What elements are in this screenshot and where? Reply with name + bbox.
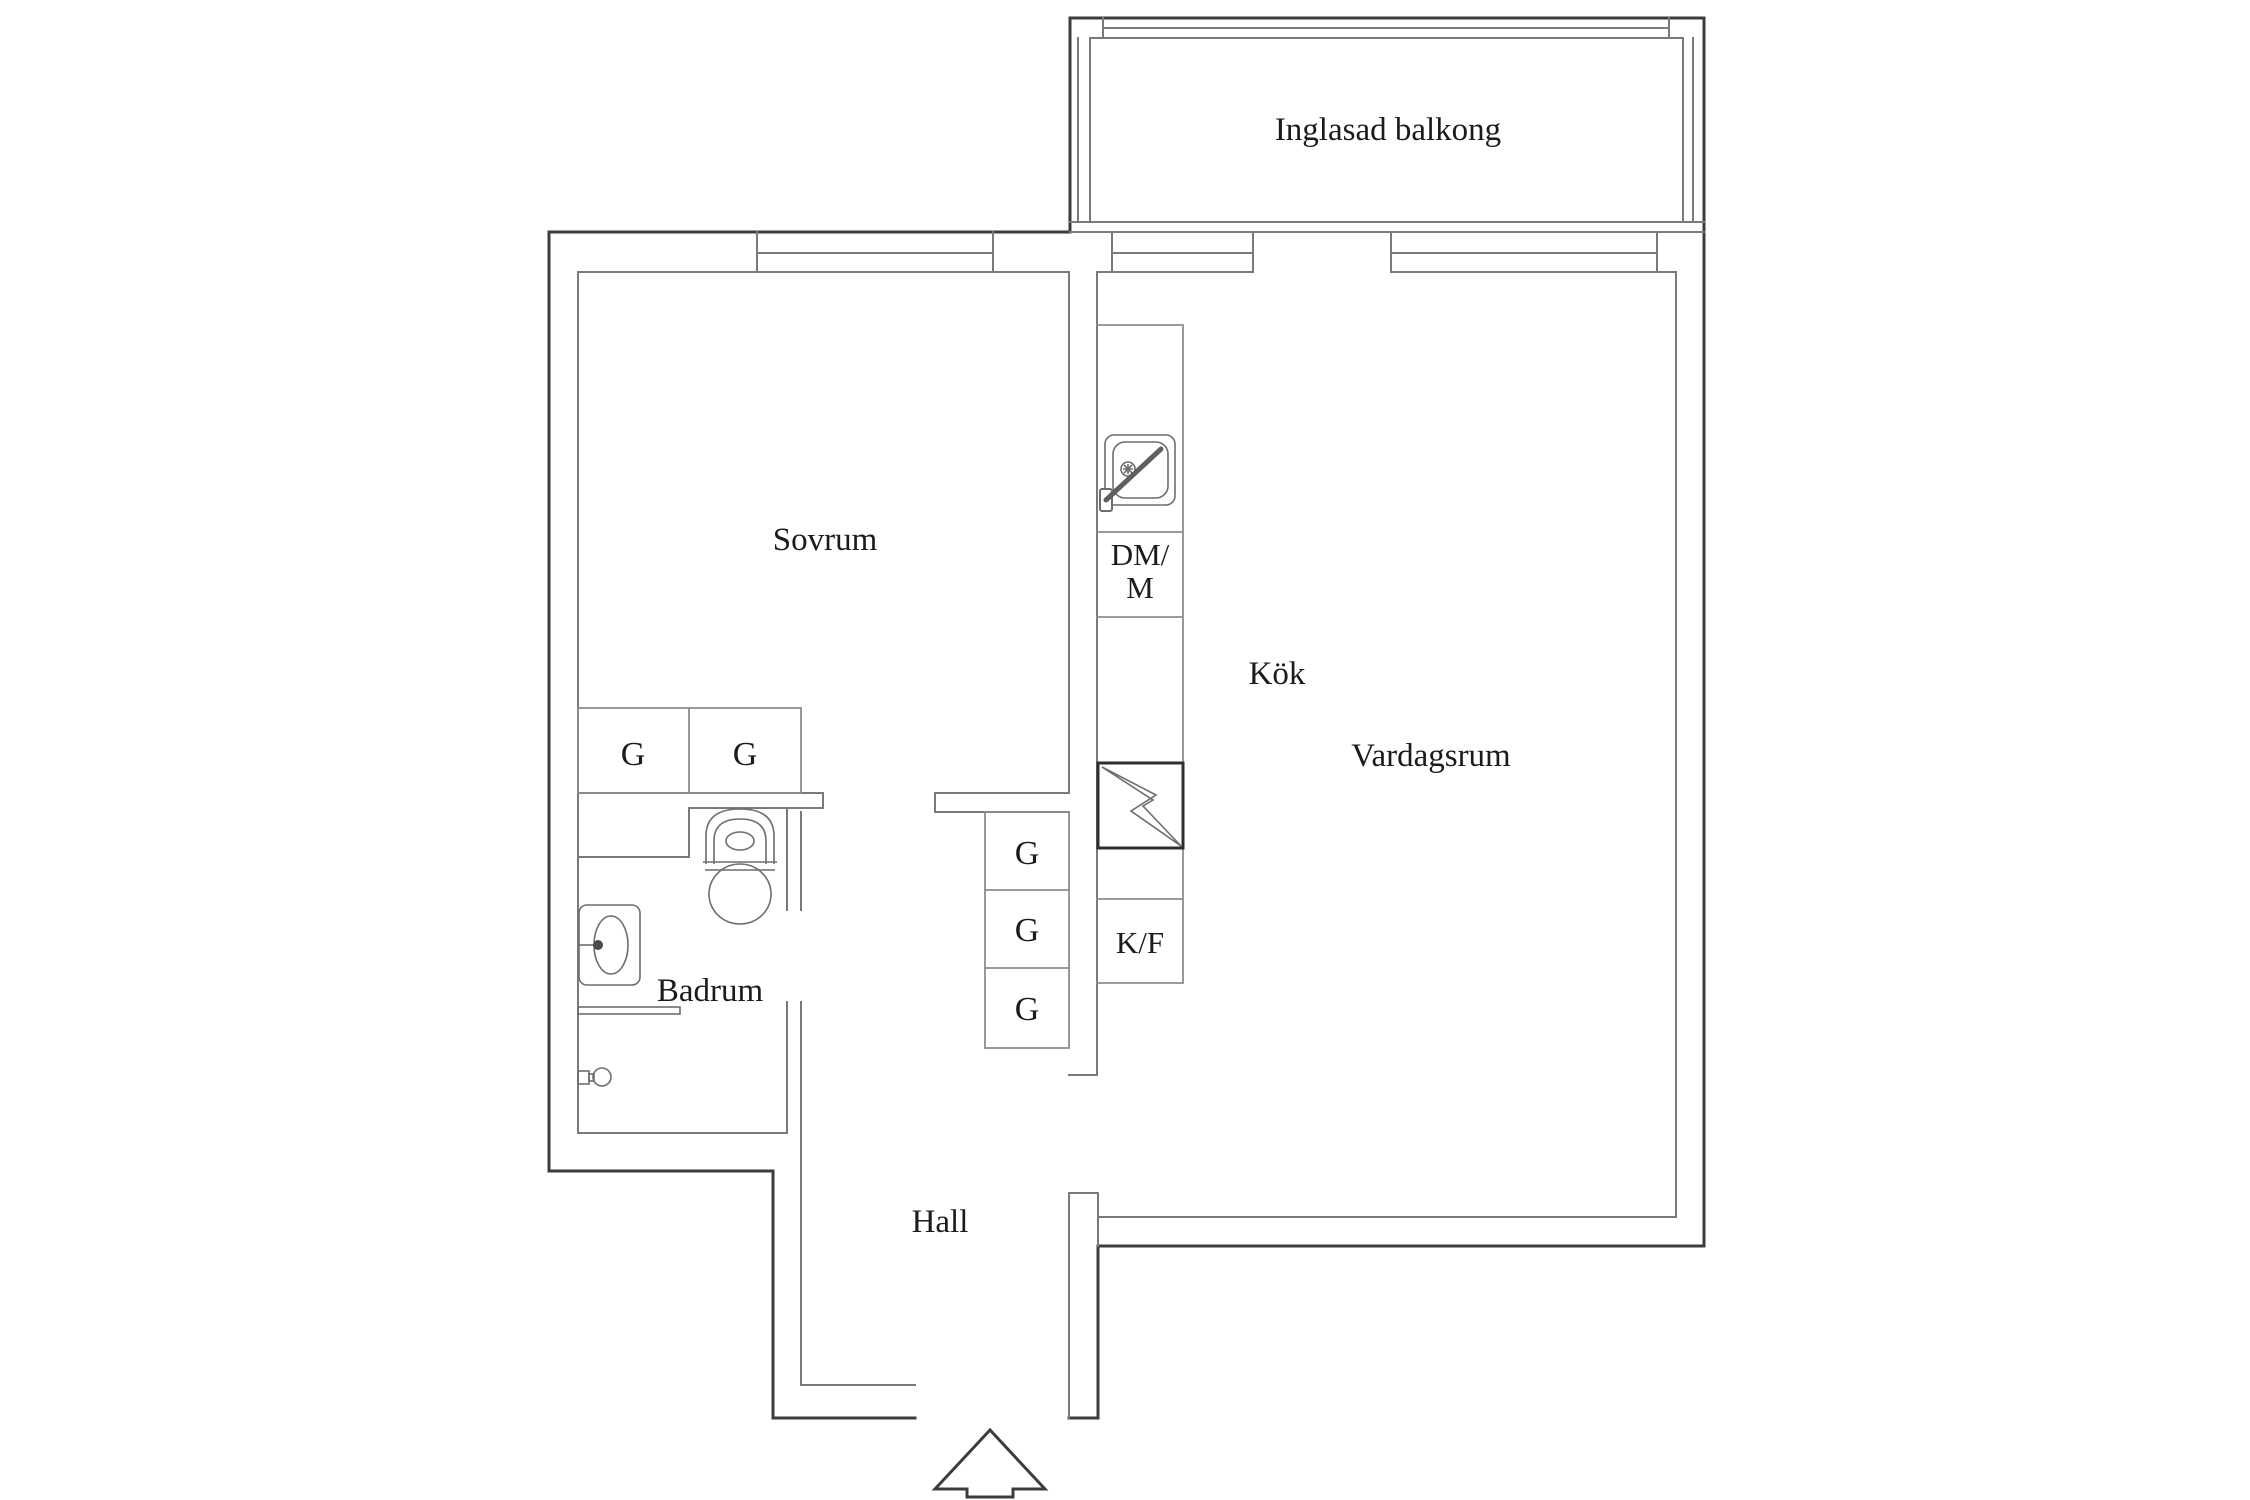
- balcony-frame: [1069, 17, 1705, 233]
- kitchen-sink-icon: [1099, 434, 1176, 512]
- toilet-icon: [703, 808, 777, 925]
- room-label-bedroom: Sovrum: [773, 522, 878, 558]
- hall-wardrobes: G G G: [984, 811, 1070, 1049]
- entrance-arrow-icon: [931, 1427, 1049, 1499]
- room-label-living-room: Vardagsrum: [1351, 738, 1511, 774]
- room-label-hall: Hall: [912, 1204, 969, 1240]
- room-label-balcony: Inglasad balkong: [1275, 112, 1501, 148]
- kitchen-counter: DM/ M K/F: [1096, 324, 1185, 984]
- wardrobe-label: G: [1015, 835, 1040, 872]
- window-lines: [577, 231, 1677, 273]
- outer-walls: [547, 16, 1706, 1420]
- appliance-label-dm: DM/: [1111, 537, 1170, 572]
- towel-rail: [577, 1006, 681, 1015]
- wardrobe-label: G: [1015, 991, 1040, 1028]
- wardrobe-label: G: [1015, 912, 1040, 949]
- wardrobe-label: G: [733, 736, 758, 773]
- appliance-label-m: M: [1126, 570, 1154, 605]
- room-labels: Inglasad balkong Sovrum Kök Vardagsrum B…: [657, 112, 1511, 1240]
- wardrobe-label: G: [621, 736, 646, 773]
- bedroom-wardrobes: G G: [577, 707, 802, 794]
- appliance-label-kf: K/F: [1116, 925, 1164, 960]
- shower-mixer-icon: [577, 1067, 612, 1087]
- bathroom-vanity-icon: [578, 904, 641, 986]
- stove-lightning-icon: [1096, 761, 1185, 850]
- room-label-kitchen: Kök: [1249, 656, 1306, 692]
- room-label-bathroom: Badrum: [657, 973, 764, 1009]
